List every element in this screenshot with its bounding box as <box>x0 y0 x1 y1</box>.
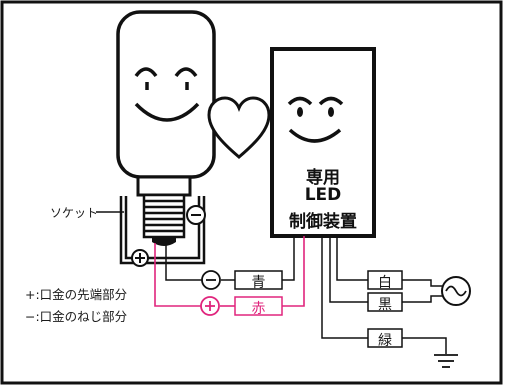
ground-icon <box>434 354 458 368</box>
white-wire-label: 白 <box>378 275 392 291</box>
plus-terminal <box>131 249 149 267</box>
plus-legend: +:口金の先端部分 <box>25 287 128 302</box>
green-wire-label: 緑 <box>378 333 392 349</box>
red-wire-tag <box>234 296 283 316</box>
controller-line-3: 制御装置 <box>289 212 357 232</box>
green-wire-tag <box>367 328 403 348</box>
output-wires <box>321 236 447 354</box>
blue-wire-minus-symbol <box>201 270 221 290</box>
red-wire-plus-symbol <box>200 296 220 316</box>
red-wire-label: 赤 <box>251 301 266 317</box>
black-wire-tag <box>367 292 403 312</box>
minus-legend: −:口金のねじ部分 <box>25 309 128 324</box>
heart-icon <box>207 96 271 159</box>
controller-line-2: LED <box>304 185 342 205</box>
ac-source-icon <box>441 276 471 306</box>
controller-box <box>270 47 376 238</box>
socket-icon <box>96 196 206 265</box>
controller-line-1: 専用 <box>306 168 340 188</box>
blue-wire <box>165 236 295 281</box>
black-wire-label: 黒 <box>378 297 392 313</box>
smiling-bulb-icon <box>116 10 216 246</box>
blue-wire-tag <box>234 270 283 290</box>
white-wire-tag <box>367 270 403 290</box>
blue-wire-label: 青 <box>251 275 266 291</box>
minus-terminal <box>186 205 206 225</box>
red-wire <box>154 236 305 307</box>
socket-label: ソケット <box>50 206 99 220</box>
